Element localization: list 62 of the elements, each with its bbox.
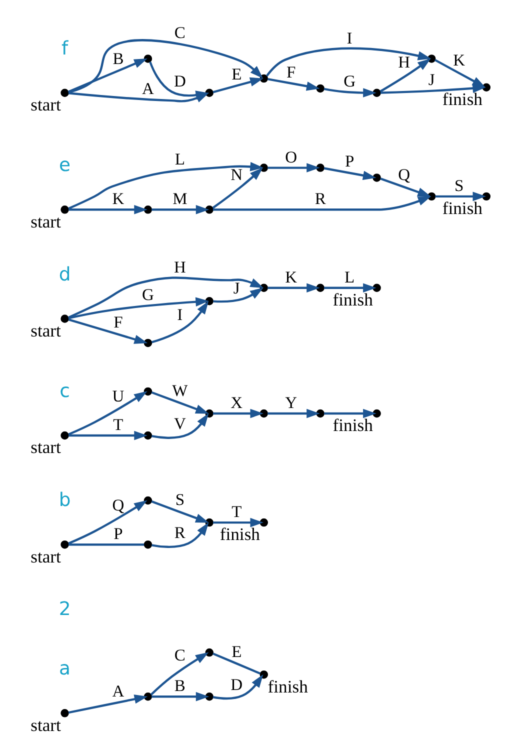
label: e bbox=[59, 155, 71, 176]
edge-label: I bbox=[346, 28, 352, 48]
edge-label: C bbox=[174, 645, 186, 664]
edge-label: I bbox=[177, 304, 183, 324]
edge-label: Q bbox=[112, 495, 124, 514]
edge-label: T bbox=[232, 502, 242, 522]
edge-label: O bbox=[285, 147, 298, 166]
node-label: start bbox=[30, 437, 61, 458]
edge-label: K bbox=[112, 189, 124, 208]
node-label: start bbox=[30, 94, 61, 115]
edge-label: L bbox=[174, 149, 185, 168]
node-label: start bbox=[30, 211, 61, 232]
edge-label: J bbox=[233, 278, 240, 298]
edge-label: D bbox=[174, 71, 186, 90]
edge-label: B bbox=[112, 49, 124, 68]
edge-label: T bbox=[113, 415, 124, 434]
edge-label: P bbox=[344, 152, 354, 171]
label: 2 bbox=[58, 599, 71, 620]
node-label: start bbox=[30, 320, 61, 340]
edge-label: L bbox=[344, 267, 355, 286]
node-label: finish bbox=[332, 415, 373, 436]
label: a bbox=[59, 658, 71, 680]
node-label: finish bbox=[268, 676, 308, 696]
edge-label: R bbox=[174, 522, 186, 542]
node-label: start bbox=[30, 714, 61, 735]
edge-label: X bbox=[230, 392, 243, 412]
edge-label: N bbox=[230, 164, 243, 184]
edge-label: K bbox=[453, 50, 466, 70]
edge-label: R bbox=[314, 189, 326, 208]
edge-label: F bbox=[114, 312, 123, 332]
label: f bbox=[61, 38, 68, 60]
edge-label: G bbox=[344, 71, 356, 90]
node-label: finish bbox=[332, 290, 373, 310]
edge-label: E bbox=[232, 64, 242, 84]
edge-label: A bbox=[112, 682, 124, 701]
edge-label: W bbox=[172, 380, 188, 400]
edge-label: H bbox=[174, 257, 186, 276]
node-label: finish bbox=[442, 89, 483, 110]
node-label: finish bbox=[220, 524, 260, 544]
edge-label: Q bbox=[398, 164, 410, 184]
edge-label: P bbox=[114, 524, 123, 544]
edge-label: C bbox=[174, 22, 186, 42]
edge-label: J bbox=[428, 70, 435, 90]
edge-label: Y bbox=[285, 392, 298, 412]
edge-label: A bbox=[142, 78, 154, 98]
label: d bbox=[58, 264, 71, 286]
label: b bbox=[58, 490, 71, 512]
node-label: start bbox=[30, 546, 61, 566]
label: c bbox=[60, 381, 70, 402]
edge-label: G bbox=[142, 285, 154, 304]
edge-label: S bbox=[454, 176, 464, 195]
edge-label: D bbox=[230, 675, 243, 694]
edge-label: V bbox=[174, 414, 186, 433]
edge-label: M bbox=[172, 189, 188, 208]
edge-label: S bbox=[175, 490, 185, 509]
edge-label: U bbox=[112, 386, 124, 406]
node-label: finish bbox=[442, 198, 483, 218]
edge-label: E bbox=[232, 642, 242, 661]
edge-label: F bbox=[286, 62, 296, 82]
edge-label: B bbox=[174, 676, 186, 696]
edge-label: K bbox=[285, 267, 298, 286]
edge-label: H bbox=[398, 52, 410, 72]
